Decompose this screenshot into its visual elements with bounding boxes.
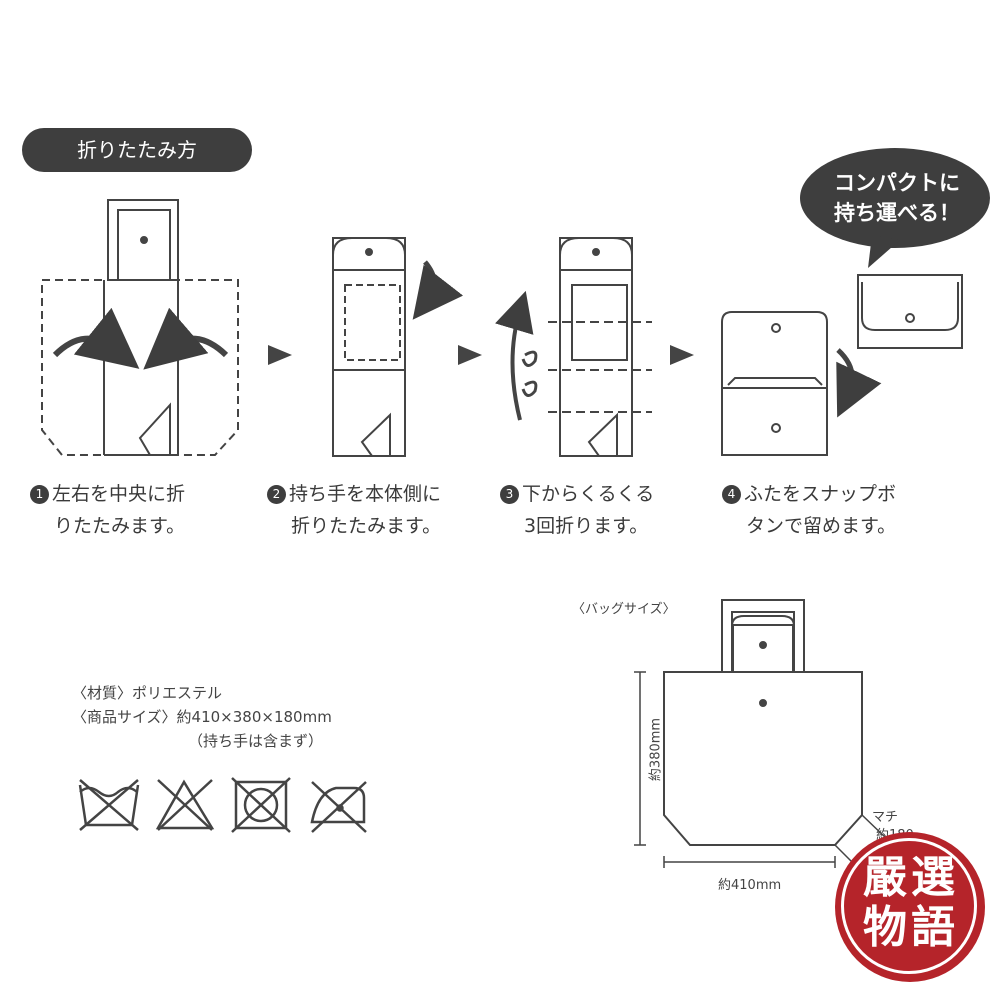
- hand-wash-icon: [78, 779, 140, 831]
- step-4-line-1: ふたをスナップボ: [744, 483, 897, 505]
- step-3-number: 3: [500, 485, 519, 504]
- next-arrow-1: [268, 345, 292, 365]
- gusset-label: マチ: [872, 810, 899, 825]
- bubble-text: コンパクトに 持ち運べる！: [812, 168, 982, 228]
- step-1-line-2: りたたみます。: [54, 515, 186, 537]
- step1-figure: [41, 199, 239, 456]
- step-2-line-1: 持ち手を本体側に: [289, 483, 442, 505]
- bag-height-label: 約380mm: [648, 717, 664, 782]
- bag-size-label: 〈バッグサイズ〉: [572, 602, 676, 617]
- low-iron-icon: [310, 781, 367, 833]
- step2-figure: [332, 237, 464, 457]
- step-2-line-2: 折りたたみます。: [291, 515, 442, 537]
- bubble-line-1: コンパクトに: [834, 171, 960, 195]
- spec-note: （持ち手は含まず）: [188, 732, 324, 750]
- speech-bubble: [800, 148, 990, 268]
- step-3-line-1: 下からくるくる: [522, 483, 655, 505]
- spec-size: 〈商品サイズ〉約410×380×180mm: [72, 708, 332, 726]
- bag-size-figure: [634, 599, 889, 873]
- step-2-number: 2: [267, 485, 286, 504]
- page-title: 折りたたみ方: [22, 128, 252, 172]
- spec-material: 〈材質〉ポリエステル: [72, 684, 223, 702]
- care-icons: [78, 777, 367, 833]
- compact-bag-figure: [857, 274, 963, 349]
- step-4-line-2: タンで留めます。: [746, 515, 897, 537]
- bubble-line-2: 持ち運べる！: [834, 201, 960, 225]
- seal-char-2: 選: [911, 852, 955, 903]
- bag-width-label: 約410mm: [718, 878, 782, 893]
- step-3-line-2: 3回折ります。: [524, 515, 649, 537]
- step-1-line-1: 左右を中央に折: [52, 483, 186, 505]
- no-bleach-icon: [155, 779, 215, 831]
- step4-figure: [721, 311, 882, 456]
- seal-char-1: 嚴: [863, 852, 907, 903]
- step-4-number: 4: [722, 485, 741, 504]
- step3-figure: [495, 237, 652, 457]
- seal-char-3: 物: [863, 902, 907, 953]
- no-tumble-dry-icon: [231, 777, 291, 833]
- brand-seal: 嚴 選 物 語: [835, 832, 985, 982]
- seal-char-4: 語: [911, 902, 955, 953]
- step-1-number: 1: [30, 485, 49, 504]
- next-arrow-2: [458, 345, 482, 365]
- next-arrow-3: [670, 345, 694, 365]
- seal-ring: [841, 838, 977, 974]
